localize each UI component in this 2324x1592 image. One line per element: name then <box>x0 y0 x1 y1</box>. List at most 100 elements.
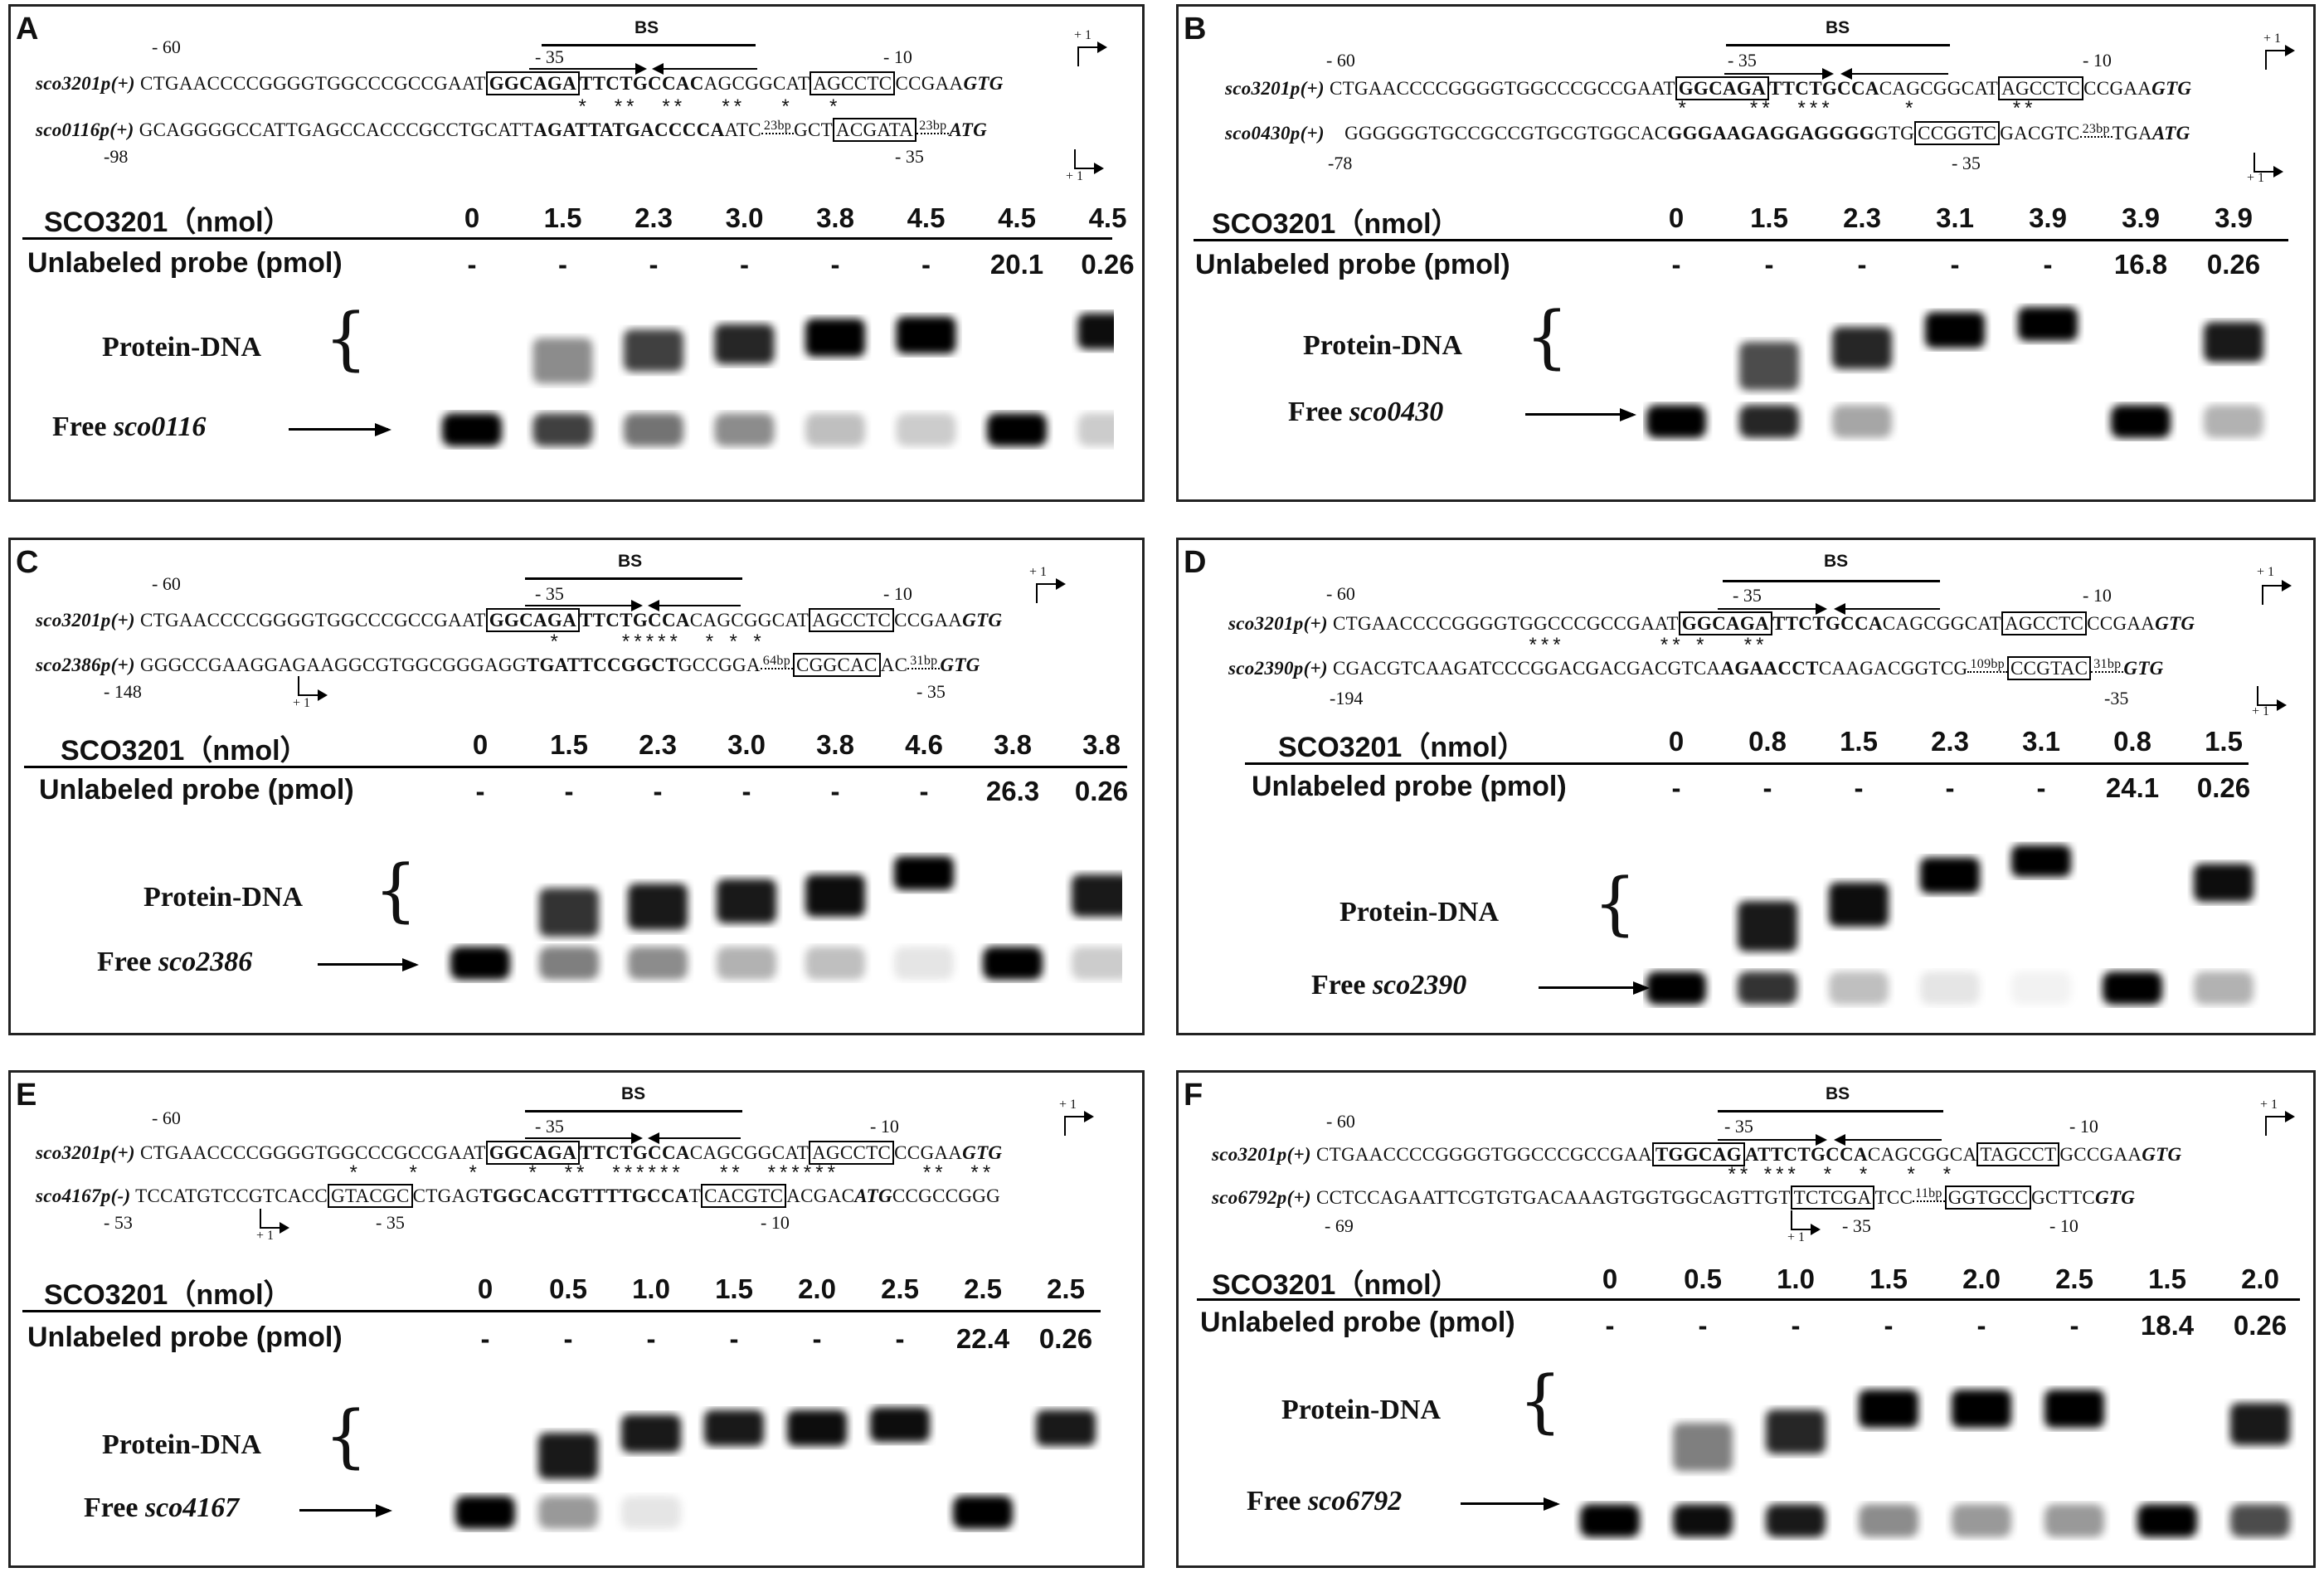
repeat-left-arrow <box>652 63 757 75</box>
complex-band <box>714 324 775 364</box>
nmol-value: 2.0 <box>798 1273 836 1304</box>
pmol-value: - <box>919 776 929 806</box>
ref-box-10: AGCCTC <box>810 71 896 95</box>
repeat-left-arrow <box>1834 603 1940 615</box>
pos-minus-35-target: -35 <box>2104 688 2129 708</box>
bs-line <box>1726 44 1950 46</box>
repeat-left-arrow <box>648 1132 741 1144</box>
nmol-value: 1.5 <box>1750 202 1788 233</box>
pmol-value: - <box>564 776 574 806</box>
free-probe-band <box>621 1496 681 1529</box>
repeat-right-arrow <box>529 63 647 75</box>
free-probe-band <box>1952 1504 2011 1537</box>
nmol-value: 3.9 <box>2029 202 2067 233</box>
start-codon: GTG <box>2095 1187 2136 1208</box>
ref-promoter: p(+) <box>1276 1144 1311 1165</box>
free-probe-label: Free sco2386 <box>97 947 252 978</box>
free-probe-band <box>805 947 865 980</box>
ref-seq-part: CCGAA <box>895 73 964 94</box>
free-word: Free <box>52 411 107 442</box>
nmol-value: 1.5 <box>1869 1263 1908 1294</box>
nmol-value: 0.8 <box>1748 726 1787 757</box>
panel-letter: B <box>1184 12 1207 46</box>
ref-gene: sco3201 <box>36 610 101 630</box>
free-probe-band <box>896 413 956 446</box>
ref-promoter: p(+) <box>100 73 135 94</box>
unlabeled-probe-label: Unlabeled probe (pmol) <box>1195 249 1510 280</box>
free-probe-band <box>538 1496 598 1529</box>
pmol-value: - <box>1857 249 1867 280</box>
free-probe-name: sco6792 <box>1307 1486 1403 1517</box>
tss-arrow <box>1074 149 1094 169</box>
panel-letter: E <box>16 1078 37 1112</box>
pos-minus-60: - 60 <box>1326 50 1355 71</box>
free-probe-band <box>539 947 599 980</box>
pmol-value: - <box>2043 249 2053 280</box>
complex-band <box>896 316 956 354</box>
bs-label: BS <box>1826 1084 1850 1103</box>
pmol-value: - <box>563 1323 573 1354</box>
protein-dna-label: Protein-DNA <box>1339 897 1499 927</box>
start-codon: GTG <box>940 655 980 675</box>
table-rule <box>24 766 1127 768</box>
ref-bold: TTCTGCCA <box>580 73 690 94</box>
nmol-value: 1.5 <box>550 729 588 760</box>
nmol-value: 0.8 <box>2113 726 2151 757</box>
repeat-right-arrow <box>525 600 643 611</box>
nmol-value: 1.0 <box>632 1273 670 1304</box>
free-probe-band <box>1829 971 1889 1005</box>
pos-minus-35: - 35 <box>1733 585 1762 606</box>
table-rule <box>22 237 1112 240</box>
pos-plus-1: + 1 <box>2263 32 2282 46</box>
pmol-value: 16.8 <box>2113 249 2168 280</box>
unlabeled-probe-label: Unlabeled probe (pmol) <box>27 247 343 279</box>
pos-minus-60: - 60 <box>152 1108 181 1128</box>
protein-dna-label: Protein-DNA <box>143 882 303 913</box>
complex-band <box>894 856 954 890</box>
unlabeled-probe-label: Unlabeled probe (pmol) <box>39 774 354 806</box>
ref-seq-part: CTGAACCCCGGGGTGGCCCGCCGAAT <box>139 73 486 94</box>
complex-band <box>2011 845 2071 877</box>
complex-band <box>539 888 599 937</box>
pos-minus-35-target: - 35 <box>895 146 924 167</box>
ref-seq-part: CAGCGGCA <box>1867 1144 1977 1165</box>
free-probe-band <box>1646 971 1706 1005</box>
complex-band <box>624 329 683 372</box>
panel-b: B - 60 BS - 35 - 10 + 1 sco3201p(+) CTGA… <box>1176 4 2316 502</box>
pos-minus-35: - 35 <box>1728 50 1757 71</box>
gap-label: 23bp <box>2079 123 2113 138</box>
complex-band <box>1859 1390 1918 1428</box>
free-probe-band <box>2204 405 2263 438</box>
ref-bold: TTCTGCCA <box>1769 78 1879 99</box>
nmol-value: 3.9 <box>2122 202 2160 233</box>
pmol-value: - <box>921 249 931 280</box>
ref-seq-part: CTGAACCCCGGGGTGGCCCGCCGAAT <box>1329 78 1675 99</box>
complex-brace: { <box>324 1397 368 1476</box>
ref-bold-tail: C <box>689 73 704 94</box>
repeat-right-arrow <box>1718 1134 1827 1146</box>
ref-gene: sco3201 <box>36 1142 101 1163</box>
target-bold: AGATTATGACCCCA <box>533 119 725 140</box>
unlabeled-probe-label: Unlabeled probe (pmol) <box>1252 771 1567 802</box>
pos-minus-10: - 10 <box>2083 585 2112 606</box>
target-pos: - 69 <box>1325 1215 1354 1236</box>
target-promoter: p(+) <box>100 655 135 675</box>
gel-image <box>455 1407 1096 1529</box>
ref-seq-part: CCGAA <box>894 610 963 630</box>
bs-line <box>1723 580 1940 582</box>
free-probe-arrow <box>1525 408 1636 421</box>
target-box: CCGGTC <box>1914 121 2001 145</box>
pmol-value: 0.26 <box>2206 249 2261 280</box>
pmol-value: 0.26 <box>1081 249 1135 280</box>
tss-arrow <box>2262 580 2292 605</box>
table-rule <box>1194 239 2288 241</box>
free-probe-name: sco0116 <box>113 411 207 442</box>
target-pos: -78 <box>1328 153 1353 173</box>
complex-band <box>787 1409 847 1446</box>
complex-band <box>805 319 865 357</box>
target-sequence: sco6792p(+) CCTCCAGAATTCGTGTGACAAAGTGGTG… <box>1212 1185 2136 1210</box>
nmol-value: 2.5 <box>881 1273 919 1304</box>
target-gene: sco0430 <box>1225 123 1291 144</box>
pmol-value: - <box>653 776 663 806</box>
